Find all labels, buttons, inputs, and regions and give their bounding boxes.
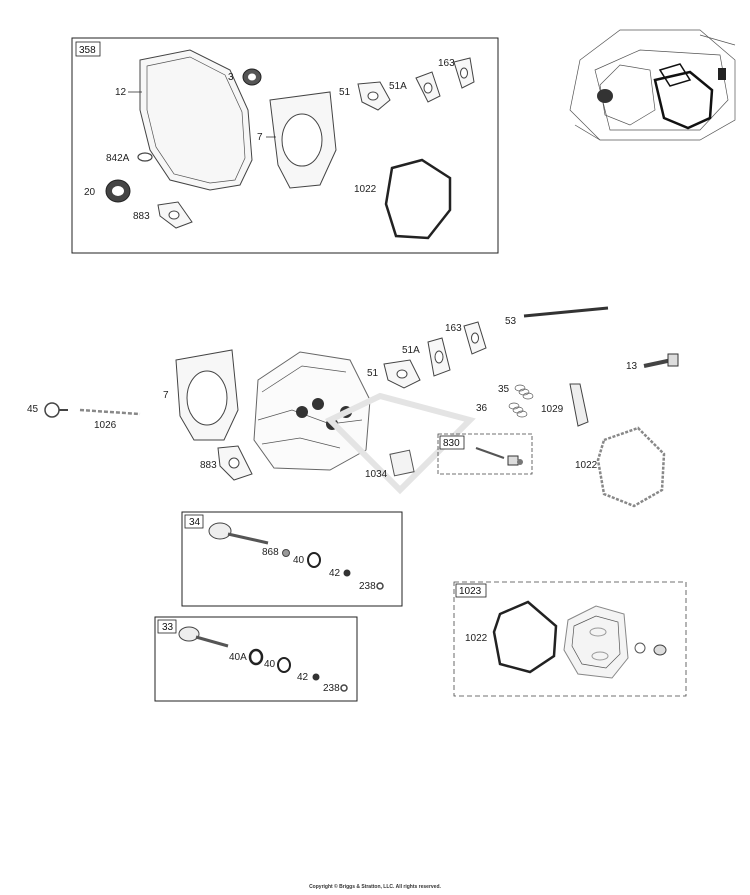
watermark-logo: [324, 392, 476, 495]
label-20: 20: [84, 187, 96, 198]
copyright-notice: Copyright © Briggs & Stratton, LLC. All …: [309, 884, 441, 890]
kit-33-number: 33: [162, 622, 174, 633]
kit-830-tag: [439, 435, 465, 450]
valve-cover-gasket-1022-kit: [492, 600, 558, 674]
rocker-arm-1029: [569, 383, 589, 427]
label-868: 868: [262, 547, 279, 558]
label-1034: 1034: [365, 469, 388, 480]
label-7-top: 7: [257, 132, 263, 143]
label-238-kit33: 238: [323, 683, 340, 694]
kit-358-number: 358: [79, 45, 96, 56]
cylinder-head-group: 53 163 51A 51 13 7 45: [27, 306, 679, 508]
label-1026: 1026: [94, 420, 117, 431]
label-1029: 1029: [541, 404, 564, 415]
label-163-mid: 163: [445, 323, 462, 334]
nut-45: [44, 402, 60, 418]
stud-1026: [79, 408, 141, 416]
push-rod-53: [523, 306, 609, 318]
kit-358-group: 358 12 3 7 51 51A 163 842A 20: [71, 37, 499, 254]
kit-34-group: 34 868 40 42 238: [181, 511, 403, 607]
label-51a-mid: 51A: [402, 345, 420, 356]
kit-34-tag: [184, 514, 204, 529]
label-12: 12: [115, 87, 127, 98]
plate-1034: [389, 449, 415, 477]
spring-36: [508, 402, 528, 418]
label-1022-top: 1022: [354, 184, 377, 195]
label-45: 45: [27, 404, 39, 415]
label-883-top: 883: [133, 211, 150, 222]
part-238-kit34: [376, 582, 384, 590]
valve-34-head: [208, 522, 232, 540]
part-42-kit33: [312, 673, 320, 681]
part-42-kit34: [343, 569, 351, 577]
label-3: 3: [228, 72, 234, 83]
valve-33-head: [178, 626, 200, 642]
label-163-top: 163: [438, 58, 455, 69]
kit-1023-tag: [455, 583, 487, 598]
cover-washer: [634, 642, 646, 654]
label-51-mid: 51: [367, 368, 379, 379]
label-883-mid: 883: [200, 460, 217, 471]
valve-cover-gasket-1022-top: [384, 158, 452, 240]
kit-830-number: 830: [443, 438, 460, 449]
label-1022-mid: 1022: [575, 460, 598, 471]
label-51a-top: 51A: [389, 81, 407, 92]
kit-830-frame: [437, 433, 533, 475]
spring-35: [514, 384, 534, 400]
label-1022-kit: 1022: [465, 633, 488, 644]
valve-33-stem: [195, 635, 229, 648]
label-13: 13: [626, 361, 638, 372]
kit-358-frame: [71, 37, 499, 254]
label-40-kit34: 40: [293, 555, 305, 566]
label-40-kit33: 40: [264, 659, 276, 670]
label-36: 36: [476, 403, 488, 414]
valve-cover: [563, 605, 629, 679]
part-40-kit34: [307, 552, 321, 568]
kit-1023-number: 1023: [459, 586, 482, 597]
engine-thumbnail: [569, 29, 736, 141]
label-238-kit34: 238: [359, 581, 376, 592]
kit-33-frame: [154, 616, 358, 702]
label-7-mid: 7: [163, 390, 169, 401]
crankcase-gasket-12: [139, 49, 253, 191]
label-35: 35: [498, 384, 510, 395]
part-238-kit33: [340, 684, 348, 692]
cover-grommet: [653, 644, 667, 656]
valve-cover-gasket-1022-mid: [596, 426, 666, 508]
kit-1023-group: 1023 1022: [453, 581, 687, 697]
kit-358-tag: [75, 41, 101, 57]
valve-34-stem: [227, 532, 269, 545]
kit-1023-frame: [453, 581, 687, 697]
part-40a: [248, 648, 264, 666]
part-868: [282, 549, 290, 557]
bolt-13: [643, 358, 673, 368]
label-842a: 842A: [106, 153, 130, 164]
kit-33-tag: [157, 619, 177, 634]
kit-34-frame: [181, 511, 403, 607]
part-40-kit33: [277, 657, 291, 673]
label-42-kit34: 42: [329, 568, 341, 579]
label-40a: 40A: [229, 652, 247, 663]
kit-830-group: 830: [437, 433, 533, 475]
o-ring-842a: [137, 152, 153, 162]
label-51-top: 51: [339, 87, 351, 98]
kit-34-number: 34: [189, 517, 201, 528]
crankcase-gasket-12-inner: [146, 56, 246, 184]
kit-33-group: 33 40A 40 42 238: [154, 616, 358, 702]
label-42-kit33: 42: [297, 672, 309, 683]
label-53: 53: [505, 316, 517, 327]
